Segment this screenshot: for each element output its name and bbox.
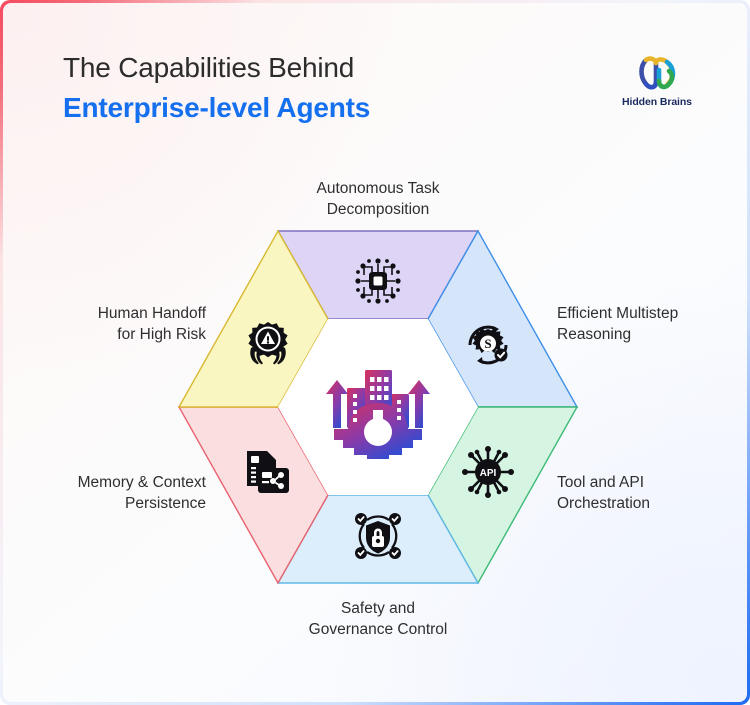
- cpu-chip-circuit-icon: [350, 253, 406, 309]
- label-line-2: for High Risk: [117, 325, 206, 343]
- label-line-2: Persistence: [125, 494, 206, 512]
- label-line-2: Decomposition: [326, 200, 430, 218]
- label-human-handoff-for-high-risk: Human Handoff for High Risk: [21, 304, 206, 346]
- gear-buildings-growth-icon: [320, 356, 436, 459]
- svg-text:API: API: [480, 468, 497, 479]
- label-line-1: Tool and API: [557, 474, 645, 491]
- document-share-memory-icon: [240, 444, 296, 500]
- label-efficient-multistep-reasoning: Efficient Multistep Reasoning: [557, 304, 742, 346]
- label-line-1: Memory & Context: [77, 474, 206, 491]
- label-line-1: Efficient Multistep: [557, 305, 679, 322]
- shield-lock-verified-icon: [350, 508, 406, 564]
- logo-wordmark: Hidden Brains: [622, 96, 692, 108]
- label-line-1: Safety and: [340, 600, 416, 617]
- brand-logo: Hidden Brains: [609, 53, 705, 108]
- label-line-2: Reasoning: [557, 325, 632, 343]
- label-line-1: Autonomous Task: [316, 180, 440, 197]
- gear-refresh-cycle-check-icon: S: [460, 317, 516, 373]
- label-safety-and-governance-control: Safety and Governance Control: [271, 599, 485, 641]
- label-tool-and-api-orchestration: Tool and API Orchestration: [557, 473, 742, 515]
- title-line-2: Enterprise-level Agents: [63, 92, 371, 124]
- svg-text:S: S: [484, 336, 491, 351]
- title-line-1: The Capabilities Behind: [63, 52, 355, 83]
- hexagon-diagram: S: [177, 229, 579, 585]
- label-line-2: Governance Control: [308, 620, 448, 638]
- api-chip-node-icon: API: [460, 444, 516, 500]
- label-line-2: Orchestration: [557, 494, 651, 512]
- page-title: The Capabilities Behind Enterprise-level…: [63, 51, 370, 125]
- hidden-brains-mark-icon: [609, 53, 705, 93]
- label-memory-and-context-persistence: Memory & Context Persistence: [21, 473, 206, 515]
- label-autonomous-task-decomposition: Autonomous Task Decomposition: [271, 179, 485, 221]
- hands-warning-gear-icon: [240, 317, 296, 373]
- label-line-1: Human Handoff: [97, 305, 206, 322]
- poster-canvas: The Capabilities Behind Enterprise-level…: [3, 3, 747, 702]
